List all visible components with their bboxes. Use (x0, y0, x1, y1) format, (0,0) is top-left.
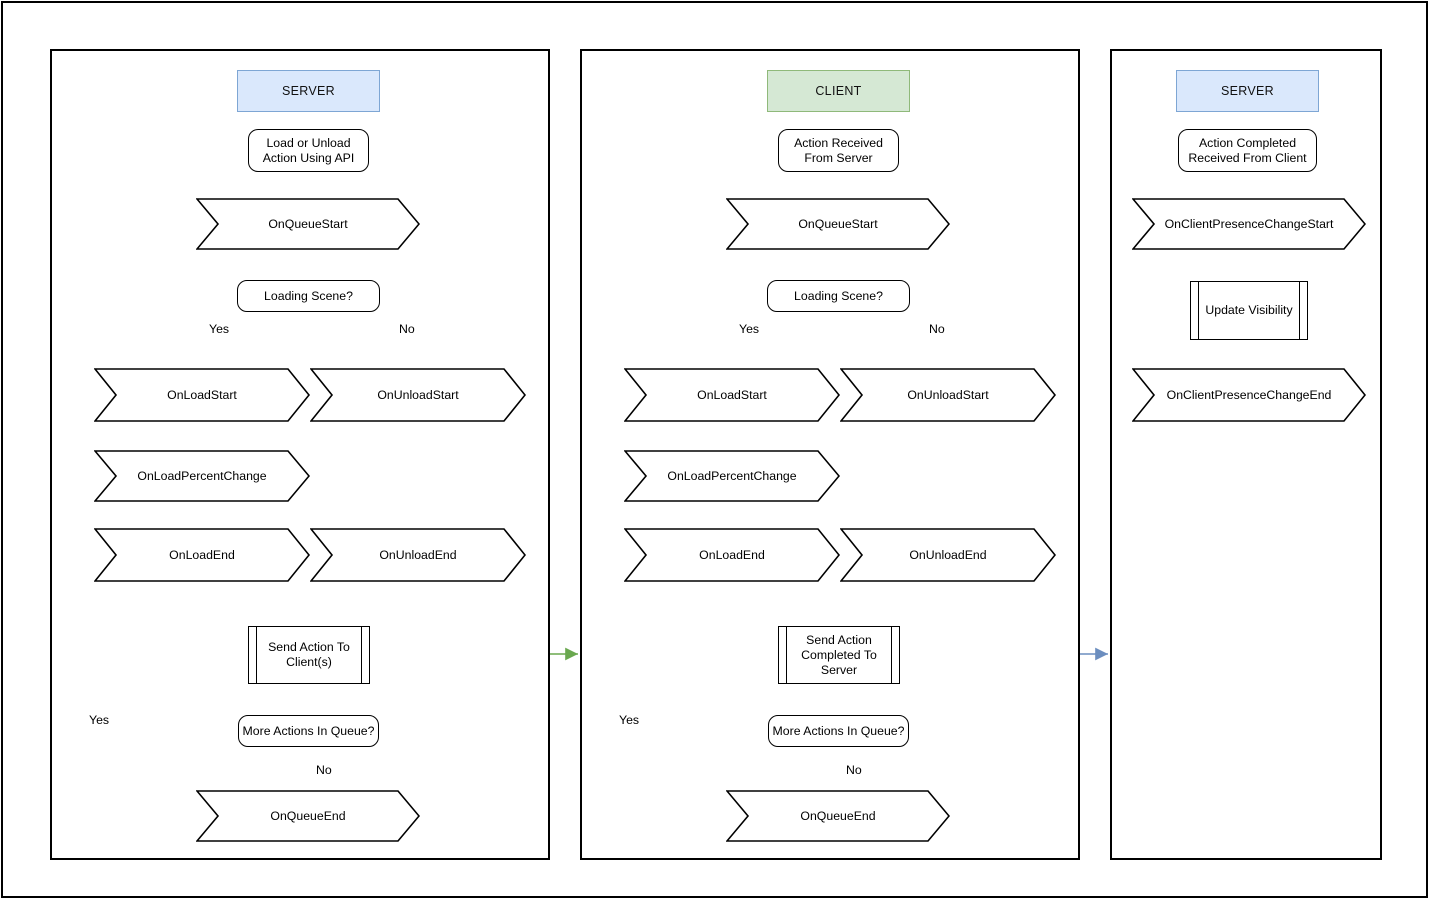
panel-server-right (1110, 49, 1382, 860)
edge-label-no-server-left: No (399, 322, 415, 336)
node-decision-loading-client[interactable]: Loading Scene? (767, 280, 910, 312)
node-label: Loading Scene? (794, 288, 883, 303)
lane-header-server-right: SERVER (1176, 70, 1319, 112)
edge-label-yes-client: Yes (739, 322, 760, 336)
edge-label-yes-server-left: Yes (209, 322, 230, 336)
node-onqueueend-server-left[interactable]: OnQueueEnd (196, 790, 420, 842)
node-text-line2: From Server (804, 150, 873, 165)
node-start-server-right[interactable]: Action Completed Received From Client (1178, 129, 1317, 172)
node-text-line2: Received From Client (1188, 150, 1307, 165)
edge-label-loop-yes-server-left: Yes (89, 713, 110, 727)
node-label: Update Visibility (1205, 303, 1293, 317)
node-text-line2: Client(s) (286, 655, 332, 669)
node-text-line1: Action Received (794, 135, 883, 150)
edge-label-more-no-client: No (846, 763, 862, 777)
lane-header-client: CLIENT (767, 70, 910, 112)
node-send-action-completed-to-server[interactable]: Send Action Completed To Server (778, 626, 900, 684)
node-onloadstart-server-left[interactable]: OnLoadStart (94, 368, 310, 422)
edge-label-more-no-server-left: No (316, 763, 332, 777)
node-start-server-left[interactable]: Load or Unload Action Using API (248, 129, 369, 172)
node-onloadend-client[interactable]: OnLoadEnd (624, 528, 840, 582)
node-onclientpresencechangeend[interactable]: OnClientPresenceChangeEnd (1132, 368, 1366, 422)
proc-bar-right (361, 627, 362, 683)
proc-bar-left (1198, 282, 1199, 339)
node-send-action-to-clients[interactable]: Send Action To Client(s) (248, 626, 370, 684)
node-start-client[interactable]: Action Received From Server (778, 129, 899, 172)
node-text-line1: Send Action To (268, 640, 350, 654)
node-onloadpercentchange-client[interactable]: OnLoadPercentChange (624, 450, 840, 502)
node-text-line3: Server (820, 662, 858, 677)
node-decision-more-actions-server-left[interactable]: More Actions In Queue? (238, 715, 379, 747)
node-onloadend-server-left[interactable]: OnLoadEnd (94, 528, 310, 582)
node-update-visibility[interactable]: Update Visibility (1190, 281, 1308, 340)
edge-label-loop-yes-client: Yes (619, 713, 640, 727)
node-text-line2: Action Using API (262, 150, 355, 165)
node-text-line2: Completed To (801, 647, 877, 662)
lane-header-label: SERVER (282, 84, 335, 98)
proc-bar-right (1299, 282, 1300, 339)
node-onloadpercentchange-server-left[interactable]: OnLoadPercentChange (94, 450, 310, 502)
node-onloadstart-client[interactable]: OnLoadStart (624, 368, 840, 422)
node-text-line1: Action Completed (1198, 135, 1297, 150)
node-label: Loading Scene? (264, 288, 353, 303)
proc-bar-left (786, 627, 787, 683)
node-text-line1: Send Action (806, 632, 872, 647)
proc-bar-left (256, 627, 257, 683)
lane-header-label: SERVER (1221, 84, 1274, 98)
node-text-line1: Load or Unload (266, 135, 351, 150)
node-onunloadstart-server-left[interactable]: OnUnloadStart (310, 368, 526, 422)
node-onqueuestart-client[interactable]: OnQueueStart (726, 198, 950, 250)
node-label: More Actions In Queue? (772, 723, 905, 738)
node-onclientpresencechangestart[interactable]: OnClientPresenceChangeStart (1132, 198, 1366, 250)
node-onqueueend-client[interactable]: OnQueueEnd (726, 790, 950, 842)
node-onunloadend-client[interactable]: OnUnloadEnd (840, 528, 1056, 582)
lane-header-label: CLIENT (815, 84, 862, 98)
edge-label-no-client: No (929, 322, 945, 336)
node-onunloadend-server-left[interactable]: OnUnloadEnd (310, 528, 526, 582)
node-onqueuestart-server-left[interactable]: OnQueueStart (196, 198, 420, 250)
node-decision-loading-server-left[interactable]: Loading Scene? (237, 280, 380, 312)
proc-bar-right (891, 627, 892, 683)
node-label: More Actions In Queue? (242, 723, 375, 738)
node-decision-more-actions-client[interactable]: More Actions In Queue? (768, 715, 909, 747)
lane-header-server-left: SERVER (237, 70, 380, 112)
node-onunloadstart-client[interactable]: OnUnloadStart (840, 368, 1056, 422)
